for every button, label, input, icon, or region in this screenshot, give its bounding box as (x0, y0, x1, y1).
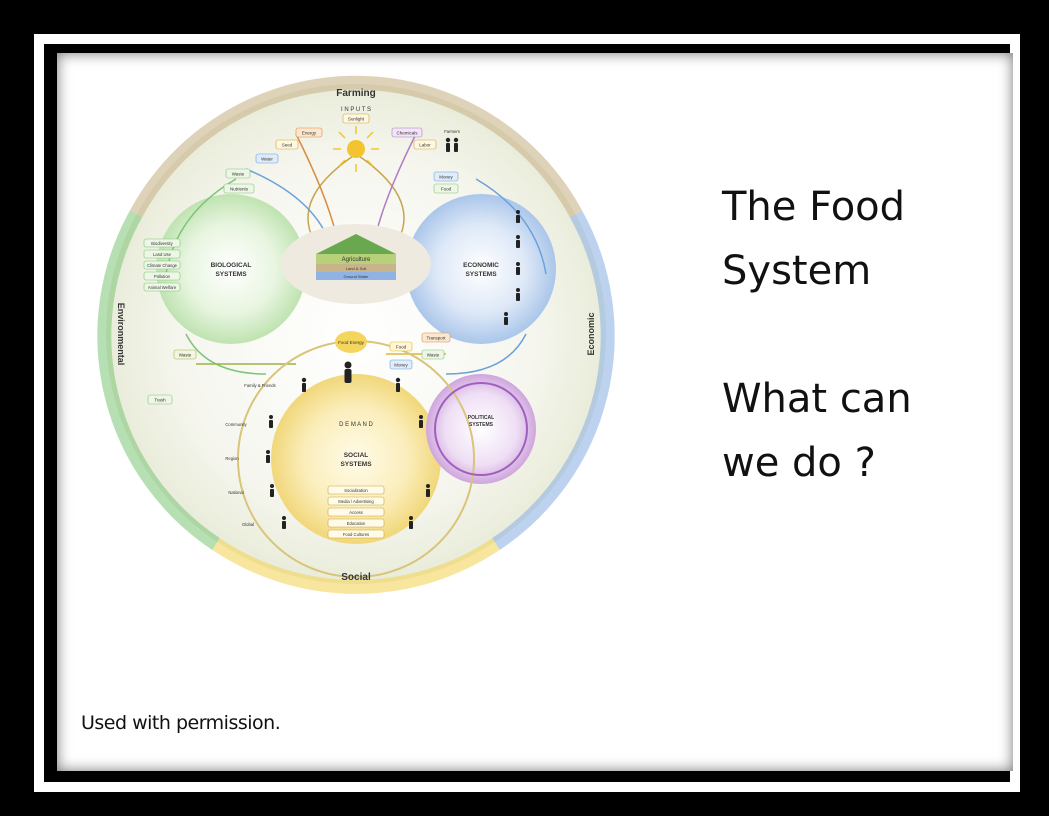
slide-question-line: we do ? (722, 440, 876, 486)
economic-label: Economic (586, 312, 596, 355)
biological-systems-label: SYSTEMS (215, 271, 247, 278)
center-sub-label: Land & Soil (346, 266, 367, 271)
person-icons (266, 137, 520, 529)
environmental-boxes: Biodiversity Land Use Climate Change Pol… (143, 238, 181, 292)
svg-text:Waste: Waste (427, 353, 440, 358)
svg-text:Region: Region (225, 456, 239, 461)
svg-text:Waste: Waste (179, 353, 192, 358)
svg-text:Trash: Trash (154, 398, 166, 403)
svg-text:Water: Water (261, 157, 273, 162)
social-systems-label: SYSTEMS (340, 461, 372, 468)
social-ring-labels: Family & Friends Community Region Nation… (225, 129, 459, 527)
center-label: Agriculture (342, 257, 371, 263)
biological-systems-circle (156, 194, 306, 344)
svg-text:Global: Global (242, 522, 254, 527)
svg-text:Land Use: Land Use (153, 252, 172, 257)
svg-text:Education: Education (347, 521, 366, 526)
political-systems-circle (426, 374, 536, 484)
slide-title: The Food System (722, 175, 1002, 303)
agriculture-center: Agriculture Land & Soil Ground Water (281, 224, 431, 304)
svg-text:Community: Community (225, 422, 247, 427)
political-systems-label: POLITICAL (468, 415, 494, 421)
environmental-label: Environmental (116, 303, 126, 366)
svg-text:Family & Friends: Family & Friends (244, 383, 275, 388)
farmers-label: Farmers (444, 129, 460, 134)
economic-systems-label: SYSTEMS (465, 271, 497, 278)
sun-icon (333, 126, 379, 172)
food-system-diagram: Agriculture Land & Soil Ground Water Foo… (97, 75, 615, 594)
svg-text:Money: Money (439, 175, 453, 180)
food-energy-label: Food Energy (338, 340, 365, 345)
economic-systems-circle (406, 194, 556, 344)
svg-text:Media / Advertising: Media / Advertising (338, 499, 374, 504)
flow-boxes: Waste Trash Food Money Transport Waste (147, 332, 451, 405)
svg-text:Climate Change: Climate Change (147, 263, 178, 268)
slide-title-line: System (722, 248, 872, 294)
biological-systems-label: BIOLOGICAL (211, 262, 252, 269)
svg-text:Food: Food (396, 345, 407, 350)
svg-text:Socialization: Socialization (344, 488, 368, 493)
svg-text:Sunlight: Sunlight (348, 117, 365, 122)
center-sub-label: Ground Water (344, 274, 370, 279)
slide-title-line: The Food (722, 184, 906, 230)
demand-label: D E M A N D (339, 422, 373, 428)
svg-text:Labor: Labor (419, 143, 431, 148)
svg-text:Waste: Waste (232, 172, 245, 177)
social-systems-label: SOCIAL (344, 452, 369, 459)
svg-text:Seed: Seed (282, 143, 293, 148)
svg-text:Animal Welfare: Animal Welfare (148, 285, 177, 290)
svg-text:Biodiversity: Biodiversity (151, 241, 173, 246)
social-boxes: Socialization Media / Advertising Access… (327, 485, 385, 539)
svg-text:Nutrients: Nutrients (230, 187, 249, 192)
slide-question: What can we do ? (722, 367, 1002, 495)
economic-systems-label: ECONOMIC (463, 262, 499, 269)
svg-text:Access: Access (349, 510, 363, 515)
slide-question-line: What can (722, 376, 912, 422)
political-systems-label: SYSTEMS (469, 422, 494, 428)
farming-label: Farming (336, 88, 375, 99)
svg-text:Chemicals: Chemicals (396, 131, 418, 136)
social-systems-circle (271, 374, 441, 544)
inputs-label: I N P U T S (341, 107, 371, 113)
social-label: Social (341, 572, 371, 583)
svg-text:National: National (228, 490, 243, 495)
input-boxes: Sunlight Energy Chemicals Seed Labor Wat… (223, 113, 459, 194)
credit-text: Used with permission. (81, 712, 281, 734)
svg-text:Pollution: Pollution (154, 274, 171, 279)
svg-text:Transport: Transport (426, 336, 446, 341)
flow-lines (165, 133, 547, 578)
svg-text:Money: Money (394, 363, 408, 368)
food-energy-node: Food Energy (335, 331, 367, 353)
svg-text:Food: Food (441, 187, 452, 192)
svg-text:Food Cultures: Food Cultures (343, 532, 369, 537)
svg-text:Energy: Energy (302, 131, 317, 136)
